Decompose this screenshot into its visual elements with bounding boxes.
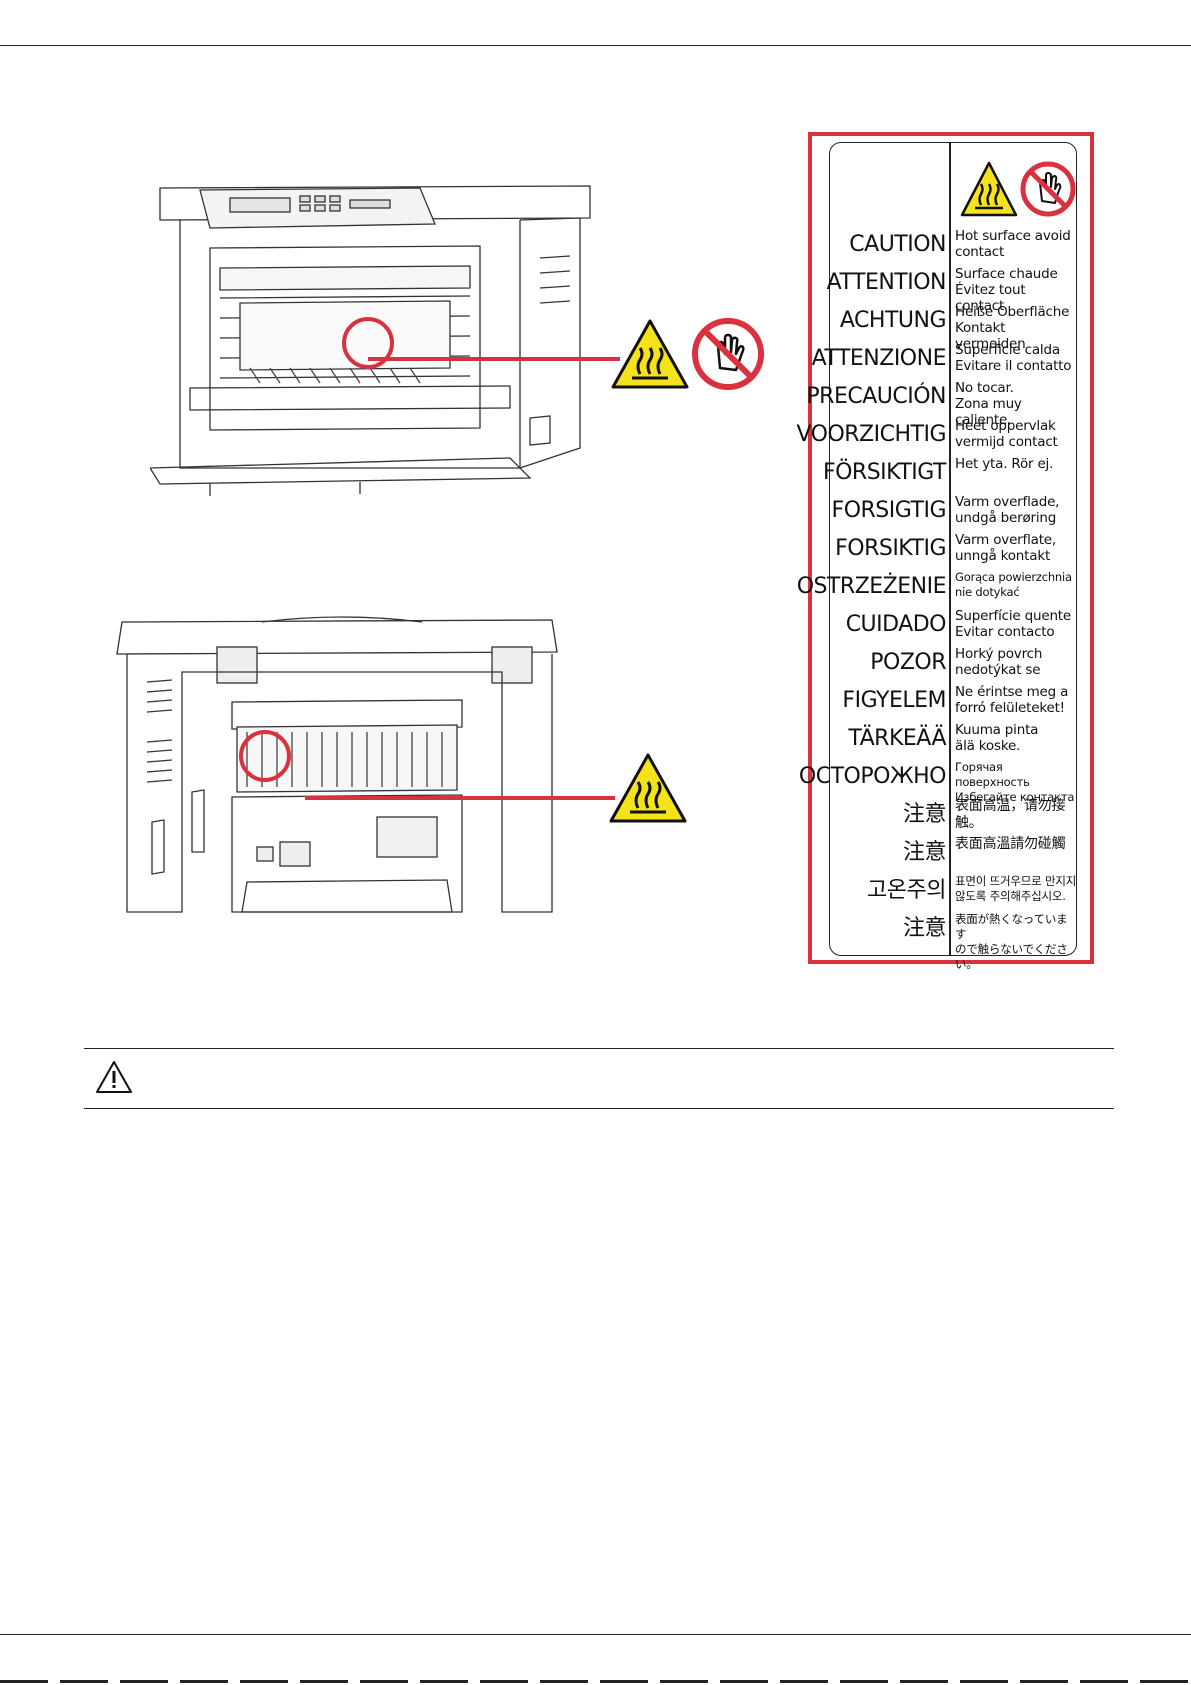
warning-row-en: CAUTION Hot surface avoid contact xyxy=(830,227,1078,263)
warning-message: Surface chaude Évitez tout contact xyxy=(955,266,1058,314)
warning-message: Horký povrch nedotýkat se xyxy=(955,646,1043,678)
warning-row-de: ACHTUNG Heiße Oberfläche Kontakt vermeid… xyxy=(830,303,1078,352)
warning-message: Горячая поверхность Избегайте контакта xyxy=(955,760,1075,804)
warning-message: Heet oppervlak vermijd contact xyxy=(955,418,1058,450)
warning-word: VOORZICHTIG xyxy=(796,422,946,447)
hot-surface-warning-label: CAUTION Hot surface avoid contact ATTENT… xyxy=(796,132,1094,971)
printer-rear-illustration xyxy=(112,612,562,962)
warning-row-ko: 고온주의 표면이 뜨거우므로 만지지 않도록 주의해주십시오. xyxy=(830,873,1078,909)
warning-row-no: FORSIKTIG Varm overflate, unngå kontakt xyxy=(830,531,1078,567)
front-callout-line xyxy=(368,357,620,361)
warning-message: 表面高溫請勿碰觸 xyxy=(955,836,1066,852)
warning-message: Superficie calda Evitare il contatto xyxy=(955,342,1072,374)
warning-row-fi: TÄRKEÄÄ Kuuma pinta älä koske. xyxy=(830,721,1078,757)
hot-surface-warning-icon xyxy=(610,318,690,390)
no-touch-hand-icon xyxy=(690,316,766,392)
label-column-divider xyxy=(949,143,951,955)
printer-front-illustration xyxy=(150,178,620,498)
warning-message: Heiße Oberfläche Kontakt vermeiden xyxy=(955,304,1070,352)
warning-word: POZOR xyxy=(870,650,946,675)
warning-word: 注意 xyxy=(902,802,947,827)
warning-word: ACHTUNG xyxy=(839,308,947,333)
warning-word: 고온주의 xyxy=(867,878,946,903)
warning-word: CUIDADO xyxy=(845,612,947,637)
warning-word: FIGYELEM xyxy=(842,688,946,713)
warning-word: PRECAUCIÓN xyxy=(806,384,946,409)
warning-word: ATTENZIONE xyxy=(811,346,947,371)
warning-row-zh-tw: 注意 表面高溫請勿碰觸 xyxy=(830,835,1078,871)
footer-rule xyxy=(0,1634,1191,1635)
warning-message: Kuuma pinta älä koske. xyxy=(955,722,1039,754)
footer-dash-row xyxy=(0,1680,1191,1683)
warning-message: Ne érintse meg a forró felületeket! xyxy=(955,684,1069,716)
warning-word: TÄRKEÄÄ xyxy=(848,726,946,751)
hot-surface-warning-icon xyxy=(608,752,688,824)
warning-row-hu: FIGYELEM Ne érintse meg a forró felülete… xyxy=(830,683,1078,719)
warning-row-fr: ATTENTION Surface chaude Évitez tout con… xyxy=(826,265,1078,314)
warning-message: 表面が熱くなっています ので触らないでください。 xyxy=(955,912,1068,971)
warning-row-ja: 注意 表面が熱くなっています ので触らないでください。 xyxy=(830,911,1078,971)
warning-message: Gorąca powierzchnia nie dotykać xyxy=(955,570,1072,599)
warning-message: Superfície quente Evitar contacto xyxy=(955,608,1072,640)
warning-message: Varm overflade, undgå berøring xyxy=(955,494,1060,526)
warning-row-cs: POZOR Horký povrch nedotýkat se xyxy=(830,645,1078,681)
warning-word: CAUTION xyxy=(849,232,946,257)
warning-message: 표면이 뜨거우므로 만지지 않도록 주의해주십시오. xyxy=(955,874,1077,903)
warning-row-zh-cn: 注意 表面高温，请勿接触。 xyxy=(830,797,1078,833)
rear-callout-line xyxy=(305,796,615,800)
warning-word: FÖRSIKTIGT xyxy=(822,460,947,485)
warning-row-it: ATTENZIONE Superficie calda Evitare il c… xyxy=(812,341,1078,377)
warning-word: ОСТОРОЖНО xyxy=(798,764,947,789)
caution-triangle-icon xyxy=(94,1059,134,1095)
label-icon-group xyxy=(959,159,1077,219)
warning-message: Varm overflate, unngå kontakt xyxy=(955,532,1056,564)
warning-word: OSTRZEŻENIE xyxy=(796,574,947,599)
no-touch-hand-icon xyxy=(1020,161,1076,217)
warning-row-da: FORSIGTIG Varm overflade, undgå berøring xyxy=(830,493,1078,529)
warning-row-pt: CUIDADO Superfície quente Evitar contact… xyxy=(830,607,1078,643)
hot-surface-warning-icon xyxy=(960,161,1018,217)
warning-row-sv: FÖRSIKTIGT Het yta. Rör ej. xyxy=(823,455,1078,491)
warning-message: Hot surface avoid contact xyxy=(955,228,1071,260)
warning-row-pl: OSTRZEŻENIE Gorąca powierzchnia nie doty… xyxy=(797,569,1078,605)
warning-word: 注意 xyxy=(902,916,947,941)
warning-message: No tocar. Zona muy caliente. xyxy=(955,380,1022,428)
warning-message: 表面高温，请勿接触。 xyxy=(955,798,1066,831)
warning-word: FORSIKTIG xyxy=(835,536,946,561)
note-box xyxy=(84,1048,1114,1109)
warning-row-es: PRECAUCIÓN No tocar. Zona muy caliente. xyxy=(806,379,1078,428)
warning-row-nl: VOORZICHTIG Heet oppervlak vermijd conta… xyxy=(796,417,1078,453)
warning-word: 注意 xyxy=(902,840,947,865)
warning-word: ATTENTION xyxy=(826,270,947,295)
header-rule xyxy=(0,45,1191,46)
warning-row-ru: ОСТОРОЖНО Горячая поверхность Избегайте … xyxy=(799,759,1078,804)
label-inner-frame: CAUTION Hot surface avoid contact ATTENT… xyxy=(796,142,1078,971)
warning-message: Het yta. Rör ej. xyxy=(955,456,1054,472)
warning-word: FORSIGTIG xyxy=(831,498,947,523)
